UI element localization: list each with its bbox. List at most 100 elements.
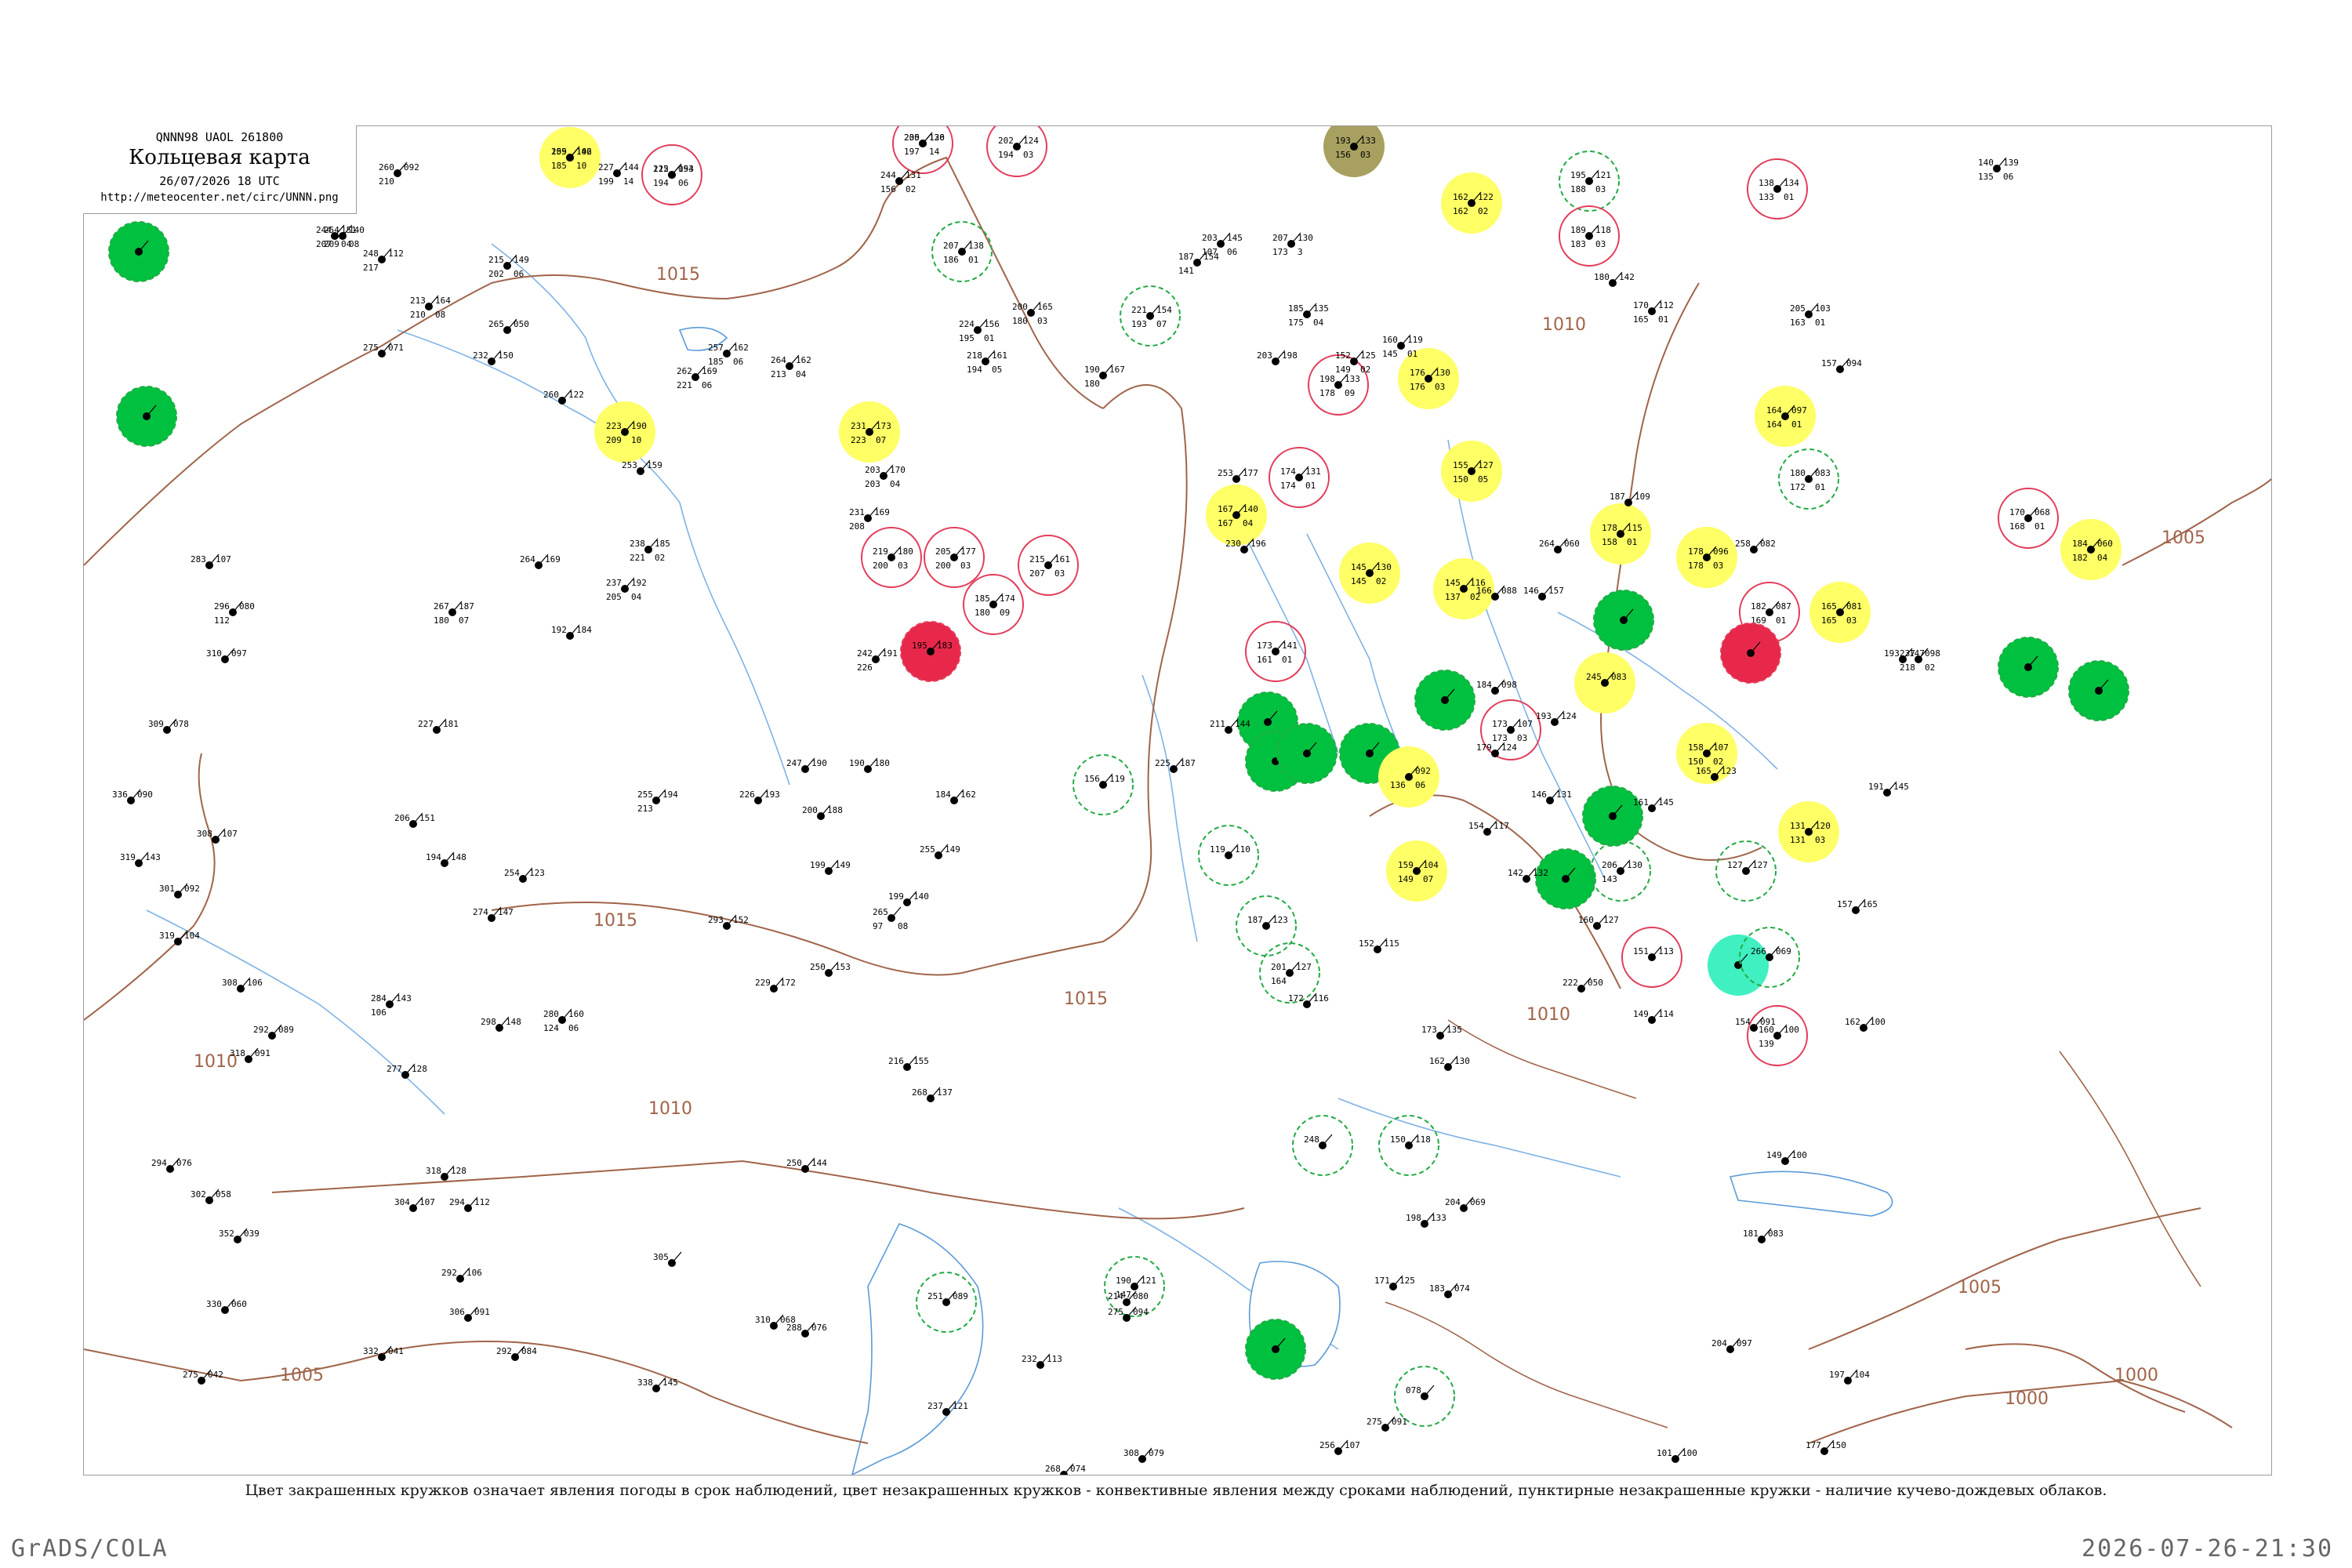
weather-circle: [916, 1272, 977, 1333]
wind-barb: [381, 1345, 392, 1358]
station-value: 106: [247, 978, 263, 988]
station-value: 098: [1501, 680, 1517, 690]
station-value: 185: [655, 539, 670, 549]
station-value: 309: [148, 719, 164, 729]
wind-barb: [1753, 1016, 1764, 1029]
station-value: 079: [1149, 1448, 1164, 1458]
station-value: 296: [214, 601, 230, 612]
source-url[interactable]: http://meteocenter.net/circ/UNNN.png: [100, 191, 339, 204]
station-value: 10: [631, 435, 641, 445]
wind-barb: [1651, 797, 1662, 809]
station-value: 200: [1012, 302, 1028, 312]
isobar-line: [1808, 1207, 2201, 1350]
station-value: 118: [1595, 225, 1611, 235]
station-value: 080: [239, 601, 255, 612]
station-value: 113: [1047, 1354, 1062, 1364]
station-value: 175: [1288, 318, 1304, 328]
station-value: 197: [1829, 1370, 1845, 1380]
station-value: 123: [529, 868, 545, 878]
weather-circle: [641, 144, 702, 205]
station-value: 080: [1133, 1291, 1149, 1301]
station-value: 117: [1494, 821, 1509, 831]
station-value: 154: [1203, 252, 1219, 262]
station-value: 02: [655, 553, 665, 563]
weather-circle: [1739, 927, 1800, 988]
wind-barb: [138, 851, 149, 864]
station-value: 100: [1682, 1448, 1697, 1458]
station-value: 305: [653, 1252, 669, 1262]
station-value: 145: [1658, 797, 1674, 808]
station-value: 03: [1595, 239, 1606, 249]
station-value: 184: [2072, 539, 2088, 549]
station-value: 293: [708, 915, 724, 925]
station-value: 254: [504, 868, 520, 878]
station-value: 215: [653, 164, 669, 174]
wind-barb: [1063, 1463, 1074, 1475]
station-value: 131: [1790, 835, 1806, 845]
station-value: 124: [1023, 136, 1039, 146]
wind-barb: [1769, 601, 1780, 613]
map-frame: 1015 1015 1015 1010 1010 1010 1010 1005 …: [83, 125, 2272, 1475]
river-syrdarya: [1338, 1098, 1621, 1178]
station-value: 01: [1407, 349, 1417, 359]
weather-circle: [1236, 895, 1297, 956]
wind-barb: [1494, 679, 1505, 691]
wind-barb: [726, 914, 737, 927]
station-value: 03: [1595, 184, 1606, 194]
wind-barb: [240, 977, 251, 989]
wind-barb: [224, 648, 235, 660]
wind-barb: [1494, 742, 1505, 754]
wind-barb: [875, 648, 886, 660]
station-value: 203: [865, 479, 880, 489]
station-value: 135: [1978, 172, 1994, 182]
station-value: 136: [929, 132, 945, 143]
station-value: 074: [1070, 1464, 1086, 1474]
station-value: 145: [1351, 562, 1367, 572]
station-value: 149: [1398, 874, 1414, 884]
wind-barb: [1714, 765, 1725, 778]
wind-barb: [789, 354, 800, 367]
station-value: 185: [975, 593, 990, 604]
station-value: 04: [2097, 553, 2108, 563]
station-value: 184: [1476, 680, 1492, 690]
wind-barb: [334, 224, 345, 237]
station-value: 284: [371, 993, 387, 1004]
station-value: 08: [435, 310, 445, 320]
wind-barb: [1134, 1275, 1145, 1287]
station-value: 265: [488, 319, 504, 329]
wind-barb: [1612, 271, 1623, 284]
station-value: 265: [873, 907, 888, 917]
wind-barb: [1706, 742, 1717, 754]
station-value: 107: [1517, 719, 1533, 729]
station-value: 089: [278, 1025, 294, 1035]
station-value: 97: [873, 921, 883, 931]
wind-barb: [1808, 467, 1819, 480]
station-value: 264: [520, 554, 535, 564]
wind-barb: [561, 1008, 572, 1021]
station-value: 304: [394, 1197, 410, 1207]
station-value: 268: [912, 1087, 927, 1098]
station-value: 127: [1296, 962, 1312, 972]
station-value: 087: [1776, 601, 1791, 612]
station-value: 146: [1531, 789, 1547, 800]
station-value: 148: [451, 852, 466, 862]
station-value: 162: [1453, 192, 1468, 202]
station-value: 155: [551, 147, 567, 157]
